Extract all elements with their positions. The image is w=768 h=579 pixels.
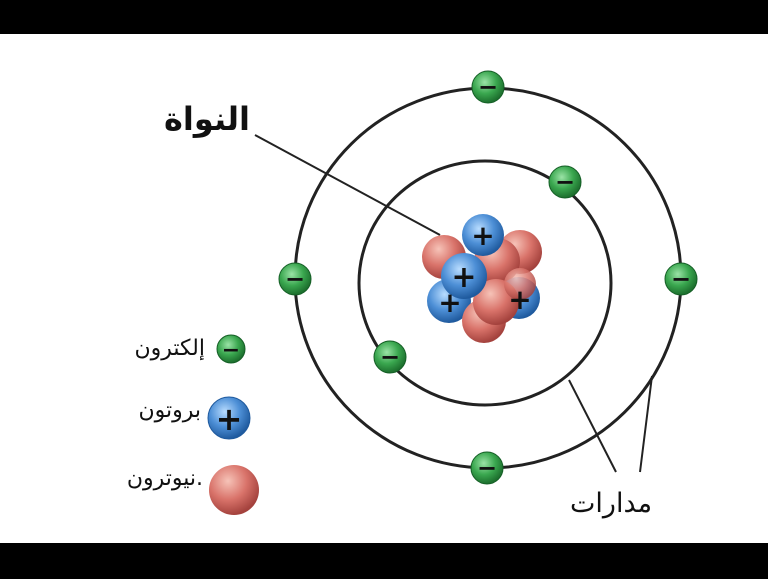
legend-electron-label: إلكترون bbox=[134, 336, 205, 361]
proton-plus-sign: + bbox=[471, 219, 494, 252]
electron: − bbox=[472, 71, 504, 103]
legend-proton-label: بروتون bbox=[138, 398, 201, 423]
electron: − bbox=[665, 263, 697, 295]
electron: − bbox=[279, 263, 311, 295]
electron: − bbox=[374, 341, 406, 373]
svg-text:+: + bbox=[216, 400, 243, 438]
legend-neutron-label: .نيوترون bbox=[127, 466, 203, 491]
svg-text:−: − bbox=[555, 168, 575, 196]
electron: − bbox=[549, 166, 581, 198]
svg-text:−: − bbox=[285, 265, 305, 293]
svg-text:−: − bbox=[478, 73, 498, 101]
legend-electron-icon: − bbox=[217, 335, 245, 363]
nucleus: + + + + bbox=[422, 214, 542, 343]
legend-neutron-icon bbox=[209, 465, 259, 515]
proton-plus-sign: + bbox=[451, 260, 476, 295]
orbits-label: مدارات bbox=[570, 488, 652, 519]
nucleus-label: النواة bbox=[164, 100, 250, 138]
proton-plus-sign: + bbox=[508, 283, 531, 316]
legend-proton-icon: + bbox=[208, 397, 250, 439]
svg-text:−: − bbox=[477, 454, 497, 482]
electron: − bbox=[471, 452, 503, 484]
svg-text:−: − bbox=[380, 343, 400, 371]
svg-text:−: − bbox=[222, 338, 240, 363]
svg-text:−: − bbox=[671, 265, 691, 293]
